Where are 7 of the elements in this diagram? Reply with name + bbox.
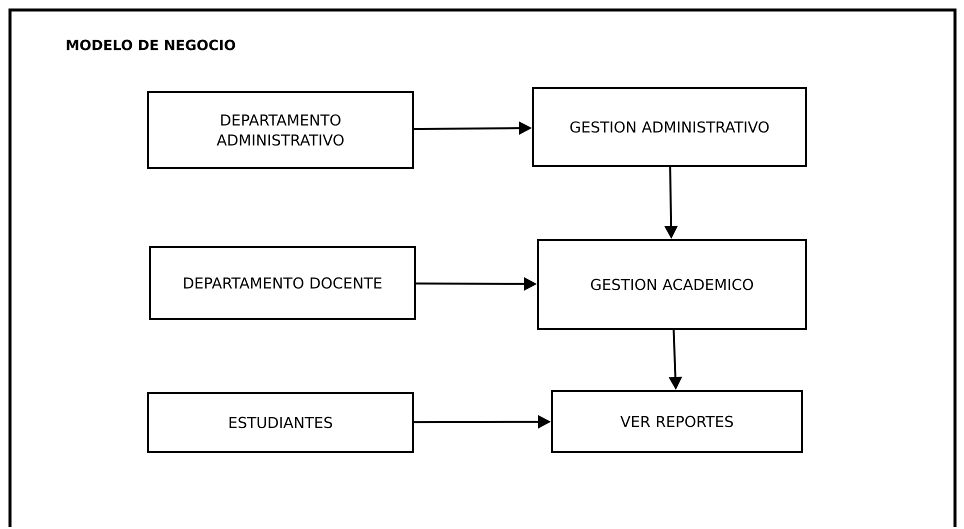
process-box: DEPARTAMENTO ADMINISTRATIVO [147,91,414,169]
title: MODELO DE NEGOCIO [66,40,236,50]
process-box: DEPARTAMENTO DOCENTE [149,246,416,320]
process-box: VER REPORTES [551,390,803,453]
process-box: GESTION ACADEMICO [537,239,807,330]
process-box: ESTUDIANTES [147,392,414,453]
process-box: GESTION ADMINISTRATIVO [532,86,807,167]
